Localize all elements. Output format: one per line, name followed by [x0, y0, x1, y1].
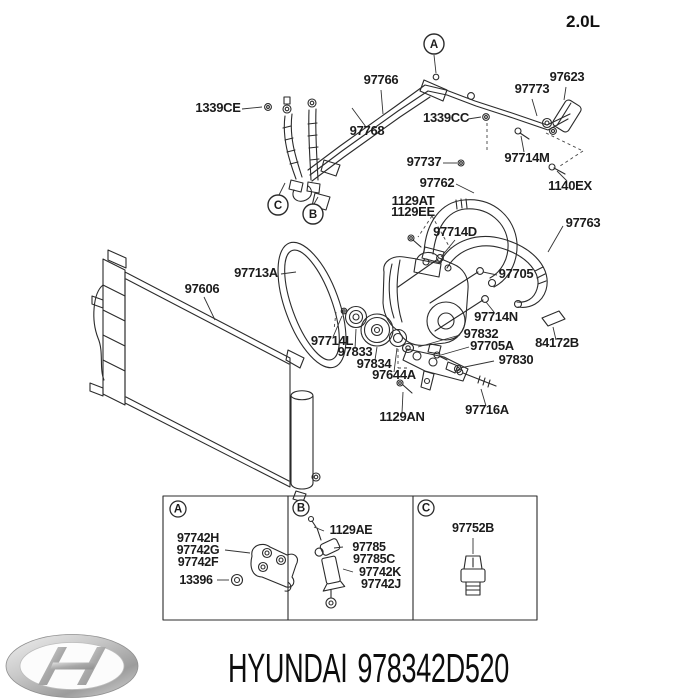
legend-a-marker: A: [174, 504, 182, 516]
part-label-97705: 97705: [499, 266, 534, 281]
callout-b-letter: B: [309, 209, 317, 221]
legend-c-marker: C: [422, 503, 430, 515]
leader-lines: [203, 54, 584, 581]
legend-grommet-97742J: [325, 597, 337, 609]
part-label-97705A: 97705A: [470, 338, 515, 353]
legend-b-marker-circle: [292, 499, 310, 517]
part-label-97623: 97623: [550, 69, 585, 84]
pulley-set: [344, 305, 408, 348]
engine-variant-label: 2.0L: [566, 12, 600, 31]
bolt-1129AN: [396, 379, 404, 387]
bolt-97737: [457, 159, 465, 167]
part-label-97714L: 97714L: [311, 333, 354, 348]
legend-bolt-1129AE: [307, 515, 315, 523]
small-fasteners: [407, 113, 566, 327]
legend-label-97785: 97785: [352, 540, 386, 554]
callout-c-letter: C: [274, 200, 282, 212]
part-label-97714N: 97714N: [474, 309, 518, 324]
part-label-97714D: 97714D: [433, 224, 477, 239]
part-number-labels: 2.0L 97766 97768 1339CE 97773 97623 1339…: [177, 12, 601, 591]
part-label-1339CC: 1339CC: [423, 110, 470, 125]
callout-b-circle: [302, 203, 324, 225]
bolt-97714D: [436, 254, 444, 262]
part-label-97762: 97762: [420, 175, 455, 190]
legend-table: [162, 495, 538, 621]
footer-caption: HYUNDAI 978342D520: [228, 647, 509, 692]
part-label-97737: 97737: [407, 154, 442, 169]
bolt-1339CE: [264, 103, 272, 111]
bolt-97714M: [514, 127, 522, 135]
legend-sensor-97785: [314, 538, 341, 557]
legend-label-97752B: 97752B: [452, 521, 494, 535]
condenser-drawing: [89, 249, 321, 503]
part-label-1129AN: 1129AN: [379, 409, 424, 424]
hose-loops: [423, 198, 548, 309]
part-label-97714M: 97714M: [504, 150, 549, 165]
left-hose-assembly: [264, 96, 341, 211]
part-number-text: 978342D520: [357, 647, 509, 692]
legend-label-97785C: 97785C: [353, 552, 395, 566]
part-label-97606: 97606: [185, 281, 220, 296]
legend-label-13396: 13396: [179, 573, 213, 587]
drive-belt-drawing: [277, 241, 347, 369]
bolt-1129AT: [407, 234, 415, 242]
bolt-97714N: [481, 295, 489, 303]
hyundai-logo-icon: [5, 634, 139, 698]
legend-label-97742G: 97742G: [177, 543, 220, 557]
part-label-97766: 97766: [364, 72, 399, 87]
legend-b-marker: B: [297, 503, 305, 515]
part-label-1339CE: 1339CE: [195, 100, 241, 115]
part-label-84172B: 84172B: [535, 335, 579, 350]
mount-bolts: [397, 254, 489, 332]
legend-a-marker-circle: [169, 500, 187, 518]
part-label-1140EX: 1140EX: [548, 178, 592, 193]
bolt-1339CC: [482, 113, 490, 121]
legend-a-bracket: [250, 543, 298, 588]
legend-switch-97752B: [460, 555, 486, 596]
part-label-1129AT: 1129AT: [392, 193, 435, 208]
ac-pipe-assembly: [307, 73, 571, 182]
legend-c-marker-circle: [417, 499, 435, 517]
bolt-1140EX: [548, 163, 556, 171]
bracket-assembly: [396, 342, 497, 394]
legend-bracket-97742K: [321, 555, 346, 592]
part-label-97834: 97834: [357, 356, 393, 371]
pipe-bracket-97623: [552, 99, 582, 133]
part-label-97773: 97773: [515, 81, 550, 96]
part-label-97830: 97830: [499, 352, 534, 367]
part-label-97644A: 97644A: [372, 367, 417, 382]
part-label-97713A: 97713A: [234, 265, 279, 280]
callout-markers: A C B A B C: [169, 33, 445, 518]
part-label-97716A: 97716A: [465, 402, 510, 417]
callout-c-circle: [267, 194, 289, 216]
brand-name-text: HYUNDAI: [228, 647, 347, 692]
bolt-97705: [476, 267, 484, 275]
legend-label-1129AE: 1129AE: [330, 523, 373, 537]
part-label-97833: 97833: [338, 344, 373, 359]
compressor-drawing: [382, 246, 469, 355]
legend-label-97742H: 97742H: [177, 531, 219, 545]
legend-label-97742J: 97742J: [361, 577, 401, 591]
label-plate-84172B: [541, 310, 566, 327]
callout-a-circle: [423, 33, 445, 55]
legend-label-97742K: 97742K: [359, 565, 401, 579]
callout-a-letter: A: [430, 39, 438, 51]
part-label-97768: 97768: [350, 123, 385, 138]
legend-label-97742F: 97742F: [178, 555, 219, 569]
part-label-97763: 97763: [566, 215, 601, 230]
part-label-1129EE: 1129EE: [391, 204, 435, 219]
legend-grommet-13396: [230, 573, 244, 587]
part-label-97832: 97832: [464, 326, 499, 341]
